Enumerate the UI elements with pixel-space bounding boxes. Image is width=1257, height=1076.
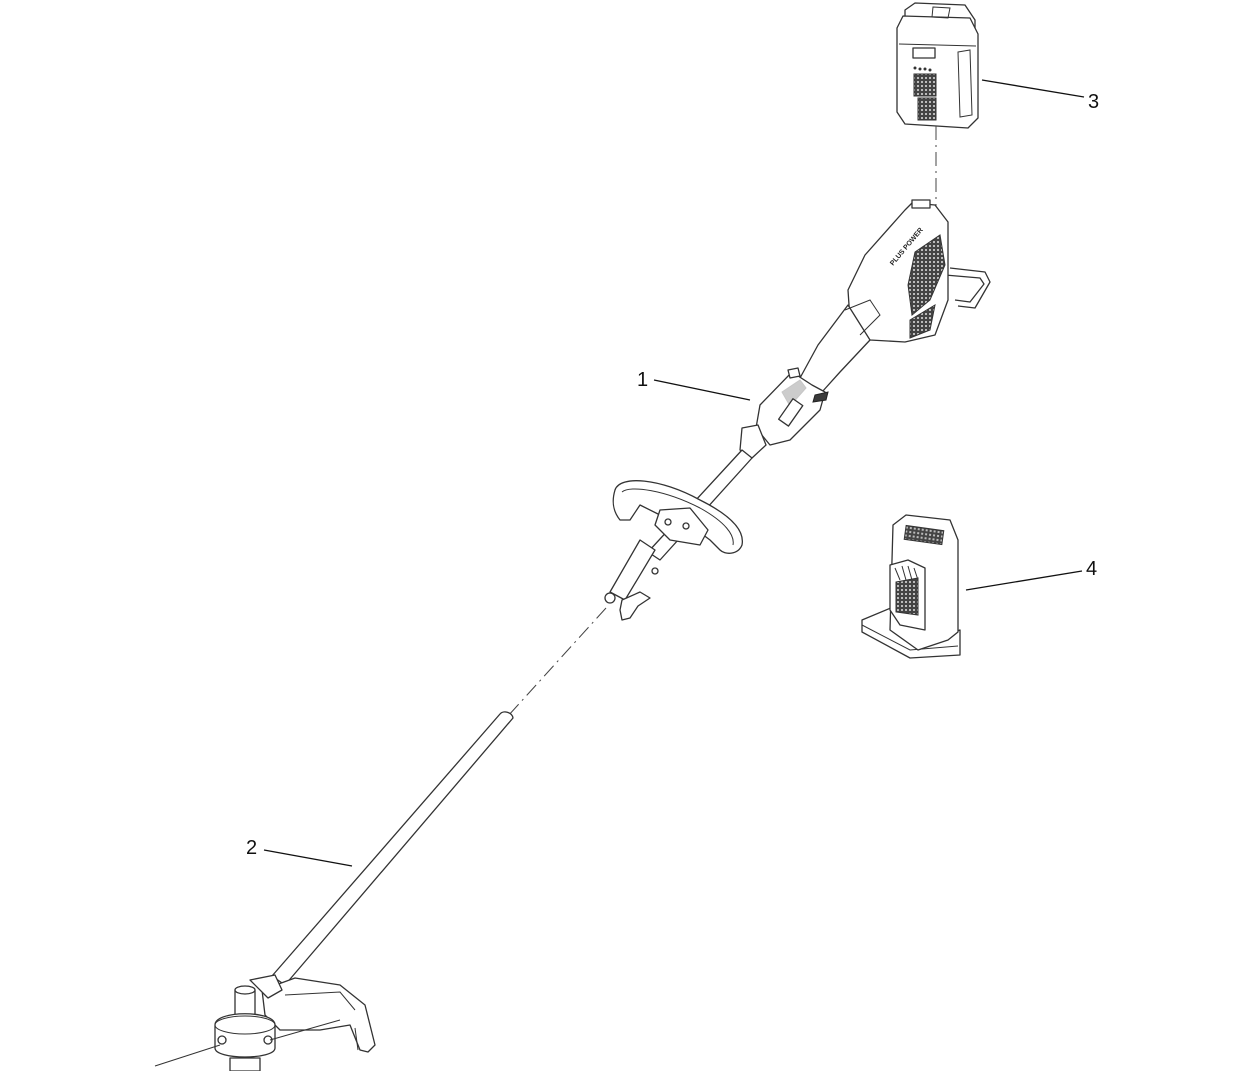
callout-3-label: 3 bbox=[1088, 91, 1100, 113]
trimmer-shaft-attachment bbox=[154, 711, 514, 1072]
callout-2-label: 2 bbox=[246, 837, 258, 859]
callout-4-leader bbox=[965, 570, 1083, 591]
callout-1-label: 1 bbox=[637, 369, 649, 391]
battery-charger bbox=[861, 514, 961, 659]
callout-3-leader bbox=[981, 79, 1085, 98]
power-head: PLUS POWER bbox=[604, 199, 991, 621]
shaft-assembly-line bbox=[507, 607, 607, 717]
battery-pack bbox=[896, 2, 979, 129]
callout-2-leader bbox=[263, 849, 353, 867]
callout-4-label: 4 bbox=[1086, 558, 1098, 580]
callout-1-leader bbox=[653, 379, 751, 401]
